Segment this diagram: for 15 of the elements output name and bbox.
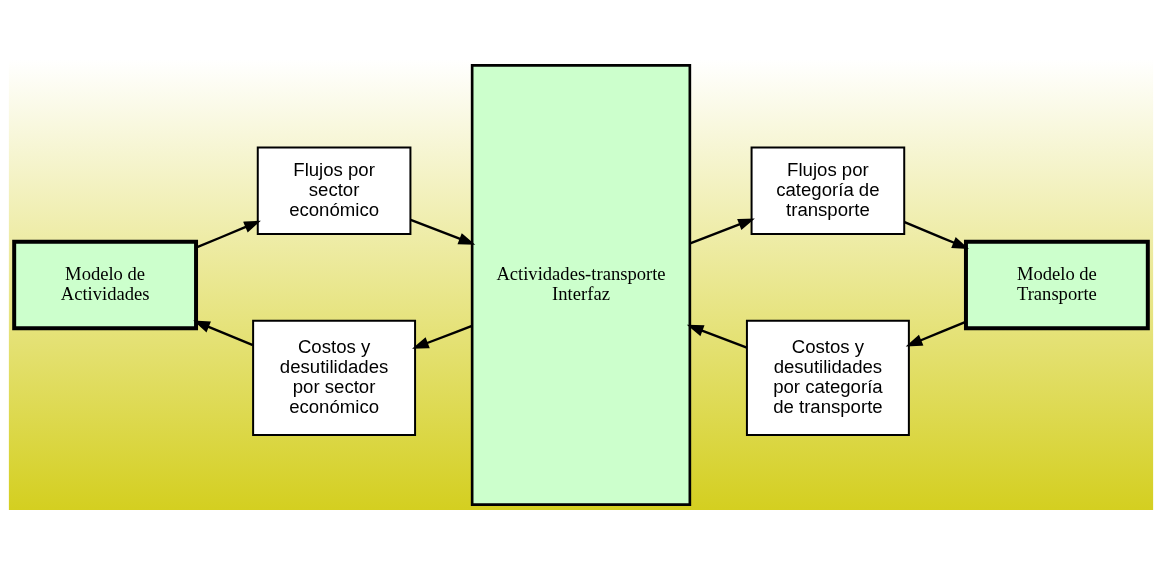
arrow: [412, 324, 473, 349]
node-box: Costos y desutilidades por sector económico: [252, 319, 417, 436]
arrow: [686, 324, 748, 349]
node-box: Modelo de Actividades: [12, 239, 199, 331]
arrow: [193, 320, 254, 347]
arrow: [410, 218, 476, 245]
arrow: [196, 220, 261, 249]
node-box: Flujos por categoría de transporte: [750, 146, 906, 235]
arrow: [904, 221, 969, 249]
node-box: Modelo de Transporte: [963, 239, 1150, 331]
node-box: Flujos por sector económico: [256, 146, 412, 235]
arrow: [689, 218, 755, 245]
node-box: Actividades-transporte Interfaz: [470, 64, 692, 506]
arrow: [905, 320, 967, 347]
node-box: Costos y desutilidades por categoría de transporte: [745, 319, 910, 436]
